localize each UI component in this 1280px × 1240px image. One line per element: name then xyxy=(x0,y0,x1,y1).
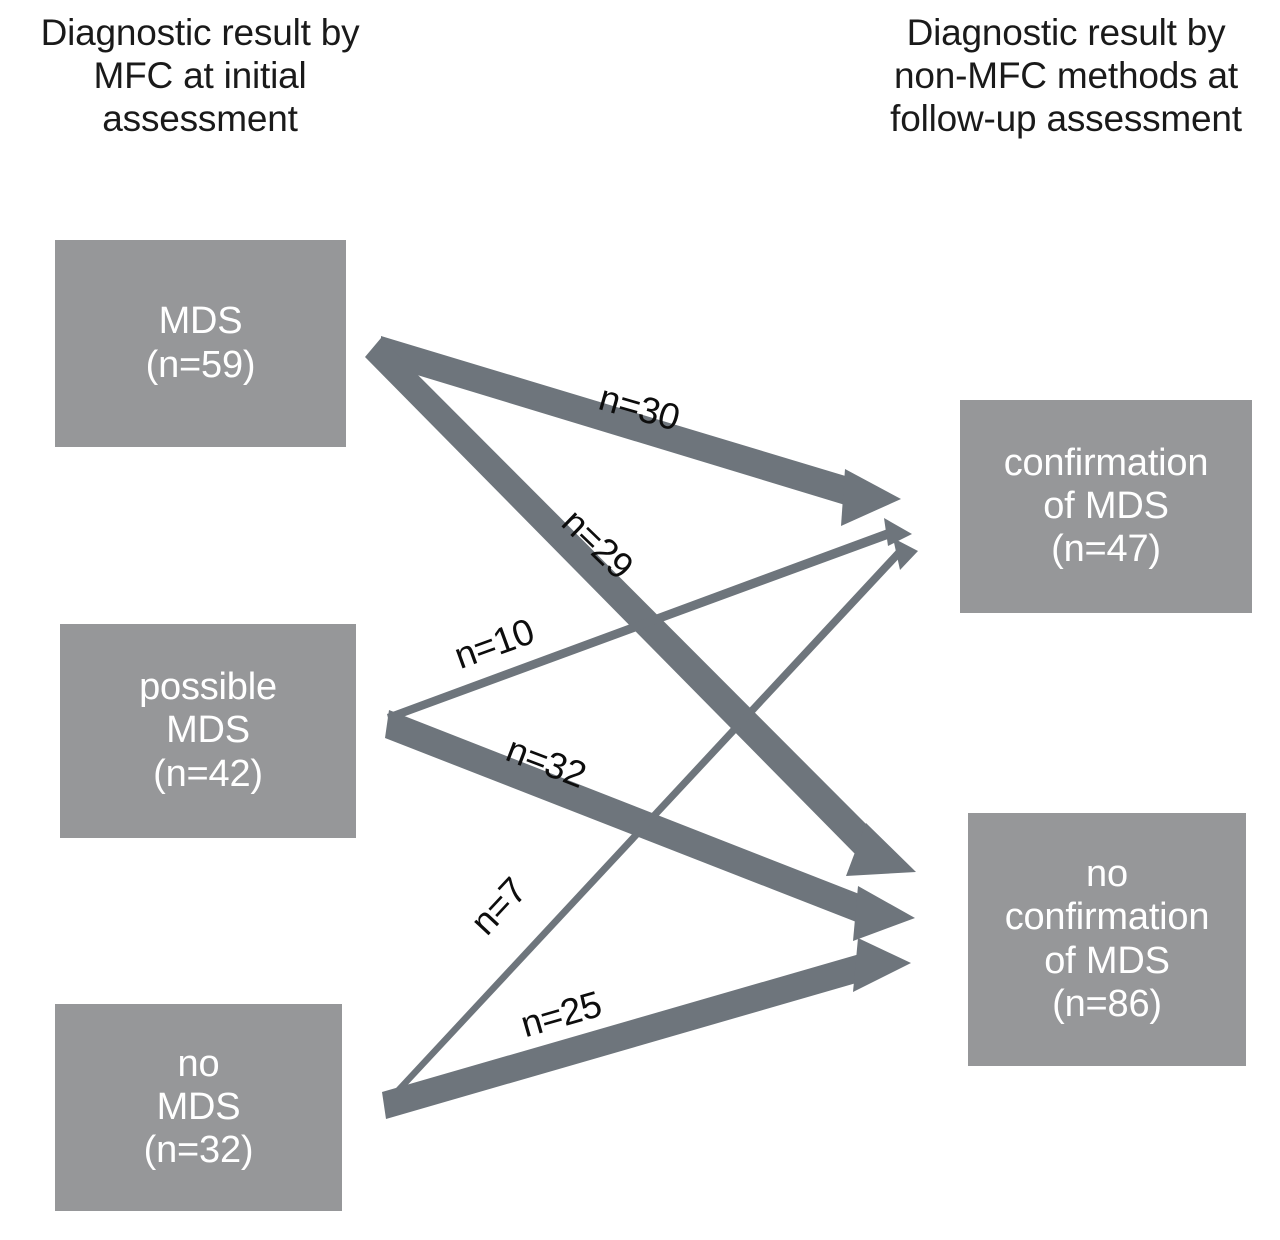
node-mds[interactable]: MDS (n=59) xyxy=(55,240,346,447)
left-column-header: Diagnostic result by MFC at initial asse… xyxy=(40,12,360,139)
node-no-mds[interactable]: no MDS (n=32) xyxy=(55,1004,342,1211)
arrow-no-mds-to-no-confirmation xyxy=(382,938,911,1119)
node-possible-mds[interactable]: possible MDS (n=42) xyxy=(60,624,356,838)
arrow-mds-to-confirmation xyxy=(381,336,901,526)
arrow-possible-mds-to-confirmation xyxy=(387,518,912,722)
arrow-no-mds-to-confirmation xyxy=(384,538,918,1106)
arrow-possible-mds-to-no-confirmation xyxy=(385,710,915,941)
arrow-mds-to-no-confirmation xyxy=(365,338,916,876)
right-column-header: Diagnostic result by non-MFC methods at … xyxy=(890,12,1242,139)
node-no-confirmation-of-mds[interactable]: no confirmation of MDS (n=86) xyxy=(968,813,1246,1066)
node-confirmation-of-mds[interactable]: confirmation of MDS (n=47) xyxy=(960,400,1252,613)
